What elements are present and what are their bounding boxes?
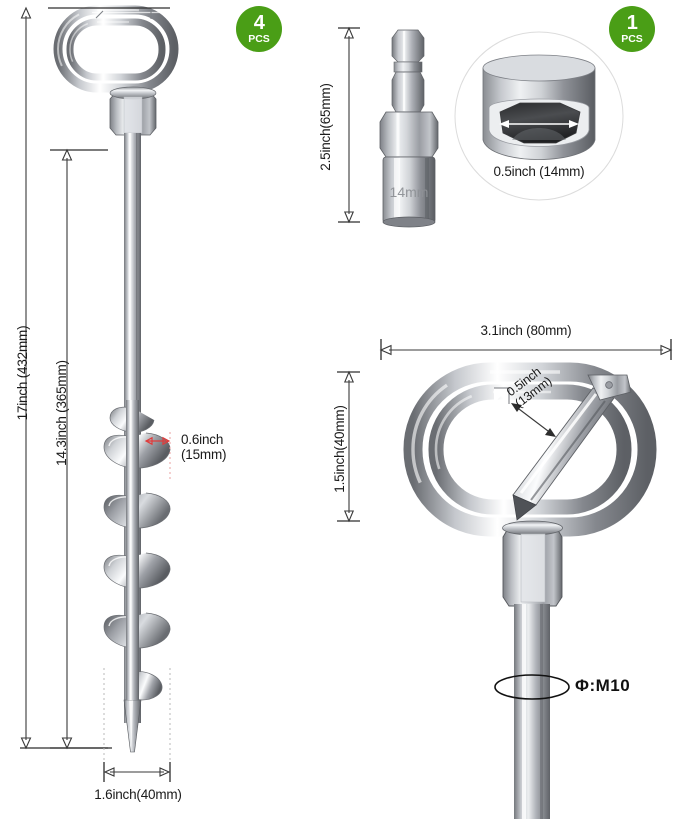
label-flight-offset-line2: (15mm)	[181, 447, 227, 462]
thread-diameter-ellipse	[494, 674, 570, 700]
label-total-length: 17inch (432mm)	[15, 325, 30, 421]
label-handle-width: 3.1inch (80mm)	[480, 323, 572, 338]
auger-quantity-value: 4	[253, 12, 265, 35]
handle-detail-hex-nut	[502, 520, 563, 607]
socket-quantity-badge: 1 PCS	[609, 6, 655, 52]
label-flight-offset-line1: 0.6inch	[181, 432, 224, 447]
handle-detail-shaft	[514, 604, 550, 819]
dimension-screw-length	[50, 148, 108, 750]
socket-quantity-unit: PCS	[621, 33, 643, 46]
dimension-driver-length	[338, 26, 360, 224]
socket-quantity-value: 1	[626, 12, 638, 35]
dimension-screw-diameter	[103, 668, 171, 782]
auger-hex-nut	[109, 86, 157, 136]
socket-opening-magnifier	[454, 31, 624, 201]
dimension-handle-width	[379, 339, 673, 360]
label-screw-diameter: 1.6inch(40mm)	[94, 787, 182, 802]
socket-engraving: 14mm	[390, 184, 429, 200]
nut-driver-illustration: 14mm	[379, 29, 439, 228]
label-screw-length: 14.3inch (365mm)	[54, 360, 69, 466]
label-handle-height: 1.5inch(40mm)	[332, 405, 347, 493]
auger-screw-flights	[103, 400, 171, 701]
auger-handle-loop	[53, 5, 179, 93]
label-flight-offset: 0.6inch (15mm)	[181, 432, 261, 462]
dimension-flight-offset	[144, 432, 171, 482]
label-thread-spec: Φ:M10	[575, 676, 631, 695]
label-driver-length: 2.5inch(65mm)	[318, 83, 333, 171]
auger-quantity-badge: 4 PCS	[236, 6, 282, 52]
dimension-gate-thickness	[511, 403, 556, 437]
label-socket-opening: 0.5inch (14mm)	[493, 164, 585, 179]
handle-detail-illustration	[403, 362, 657, 819]
auger-quantity-unit: PCS	[248, 33, 270, 46]
dimension-handle-height	[337, 370, 360, 523]
